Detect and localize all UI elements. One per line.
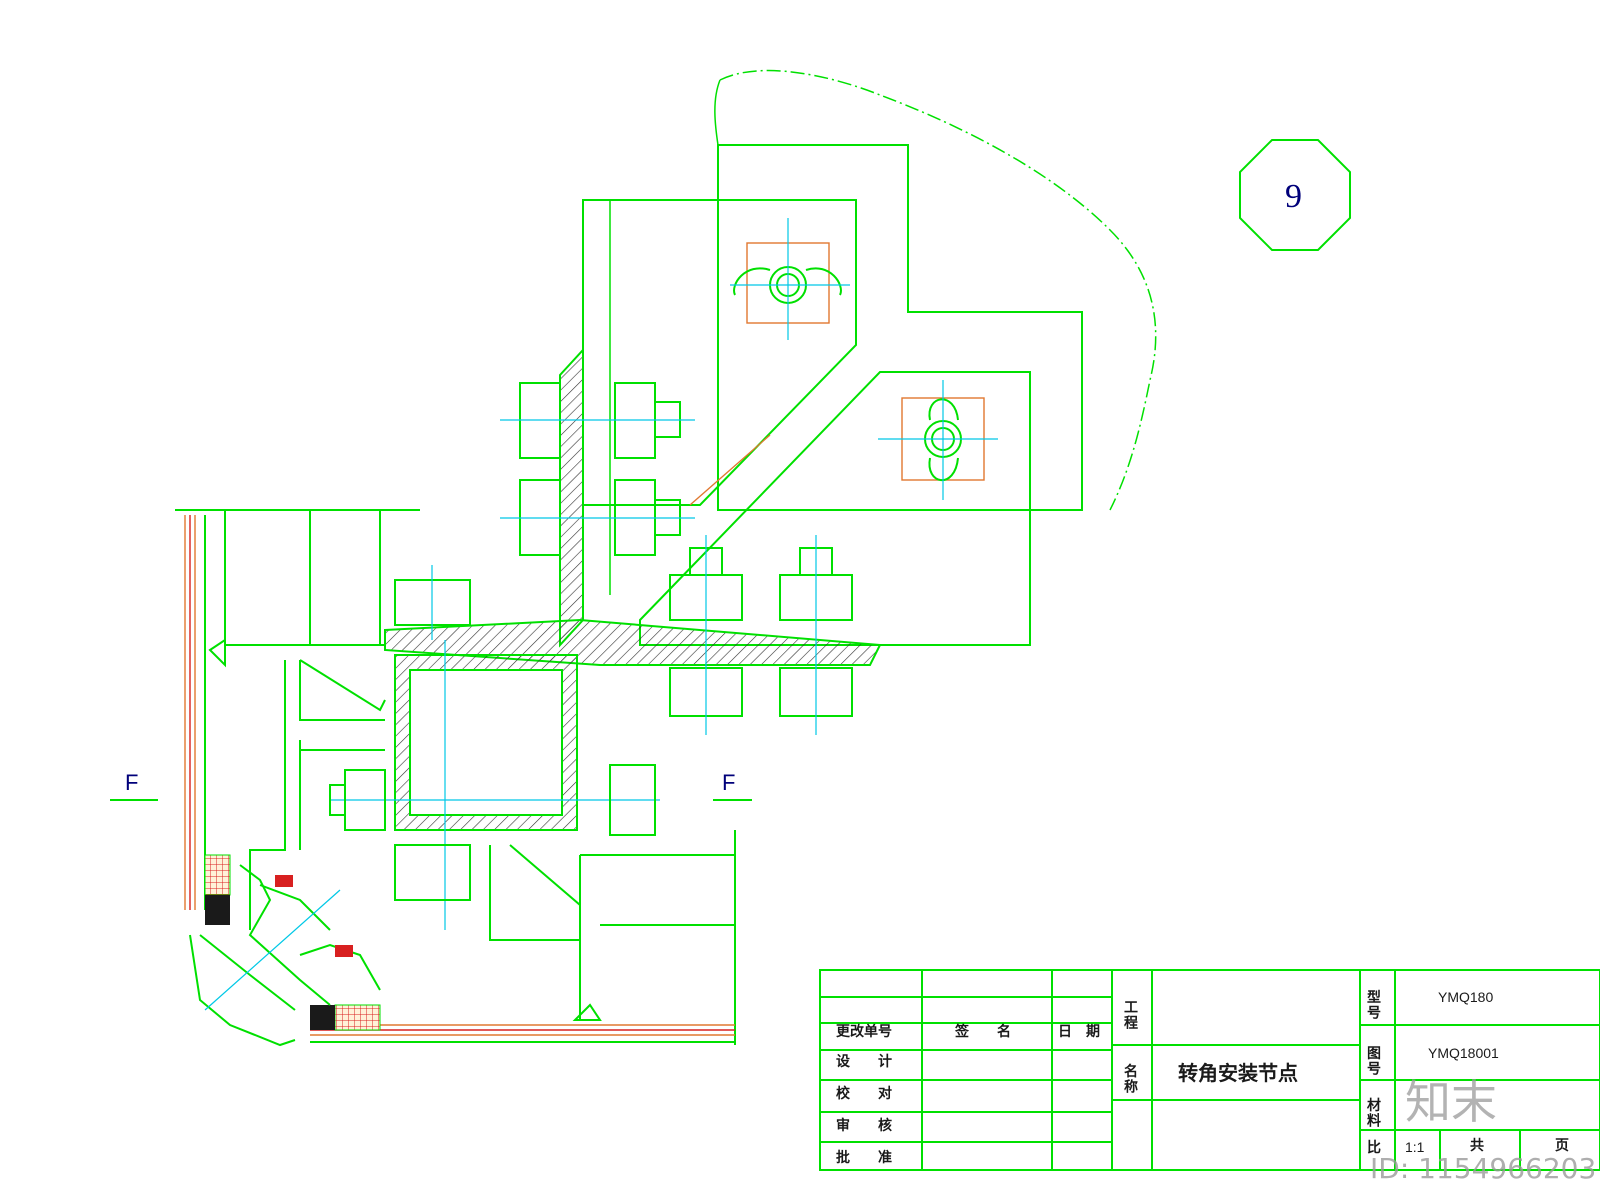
- tb-drawing-title: 转角安装节点: [1178, 1061, 1298, 1085]
- tb-code-value: YMQ180: [1438, 989, 1493, 1005]
- tb-material-label: 材料: [1367, 1097, 1381, 1128]
- bolt-group-horizontal: [669, 535, 853, 735]
- tb-code-label: 型号: [1367, 989, 1381, 1020]
- corner-frame: [189, 864, 381, 1047]
- detail-boundary-curve: [719, 69, 1157, 511]
- glass-pane-vertical: [184, 515, 206, 910]
- tb-drawing-no-value: YMQ18001: [1428, 1045, 1499, 1061]
- tb-change-no: 更改单号: [836, 1023, 892, 1039]
- tb-signature: 签 名: [954, 1023, 1011, 1039]
- setting-block-1: [204, 854, 231, 896]
- tb-design: 设 计: [836, 1053, 892, 1069]
- section-label-right: F: [722, 770, 735, 795]
- bracket-plate-right: [639, 371, 1031, 646]
- tb-scale-value: 1:1: [1405, 1139, 1425, 1155]
- tb-date: 日 期: [1058, 1023, 1100, 1039]
- watermark-logo: 知末: [1405, 1075, 1497, 1129]
- tb-project-label: 工程: [1124, 999, 1138, 1030]
- setting-block-2: [334, 1004, 381, 1031]
- tb-page-label: 页: [1555, 1137, 1569, 1153]
- gusset-plate-upper: [717, 144, 1083, 511]
- glass-pane-horizontal: [310, 1024, 735, 1043]
- bolt-group-vertical: [500, 382, 695, 556]
- tb-total-label: 共: [1470, 1137, 1484, 1153]
- title-block: [819, 969, 1600, 1171]
- section-label-left: F: [125, 770, 138, 795]
- tb-approve: 批 准: [836, 1149, 892, 1165]
- tb-review: 审 核: [836, 1117, 892, 1133]
- tb-scale-label: 比: [1367, 1139, 1381, 1155]
- steel-angle-horizontal: [384, 618, 882, 666]
- watermark-id: ID: 1154966203: [1370, 1152, 1596, 1185]
- detail-number: 9: [1285, 178, 1302, 215]
- bracket-plate-left: [582, 199, 857, 506]
- steel-angle-vertical: [559, 347, 584, 648]
- mullion-profile-bottom: [489, 830, 736, 1045]
- tb-proofread: 校 对: [836, 1085, 892, 1101]
- tb-name-label: 名称: [1124, 1063, 1138, 1094]
- detail-number-octagon: [1239, 139, 1351, 251]
- tb-drawing-no-label: 图号: [1367, 1045, 1381, 1076]
